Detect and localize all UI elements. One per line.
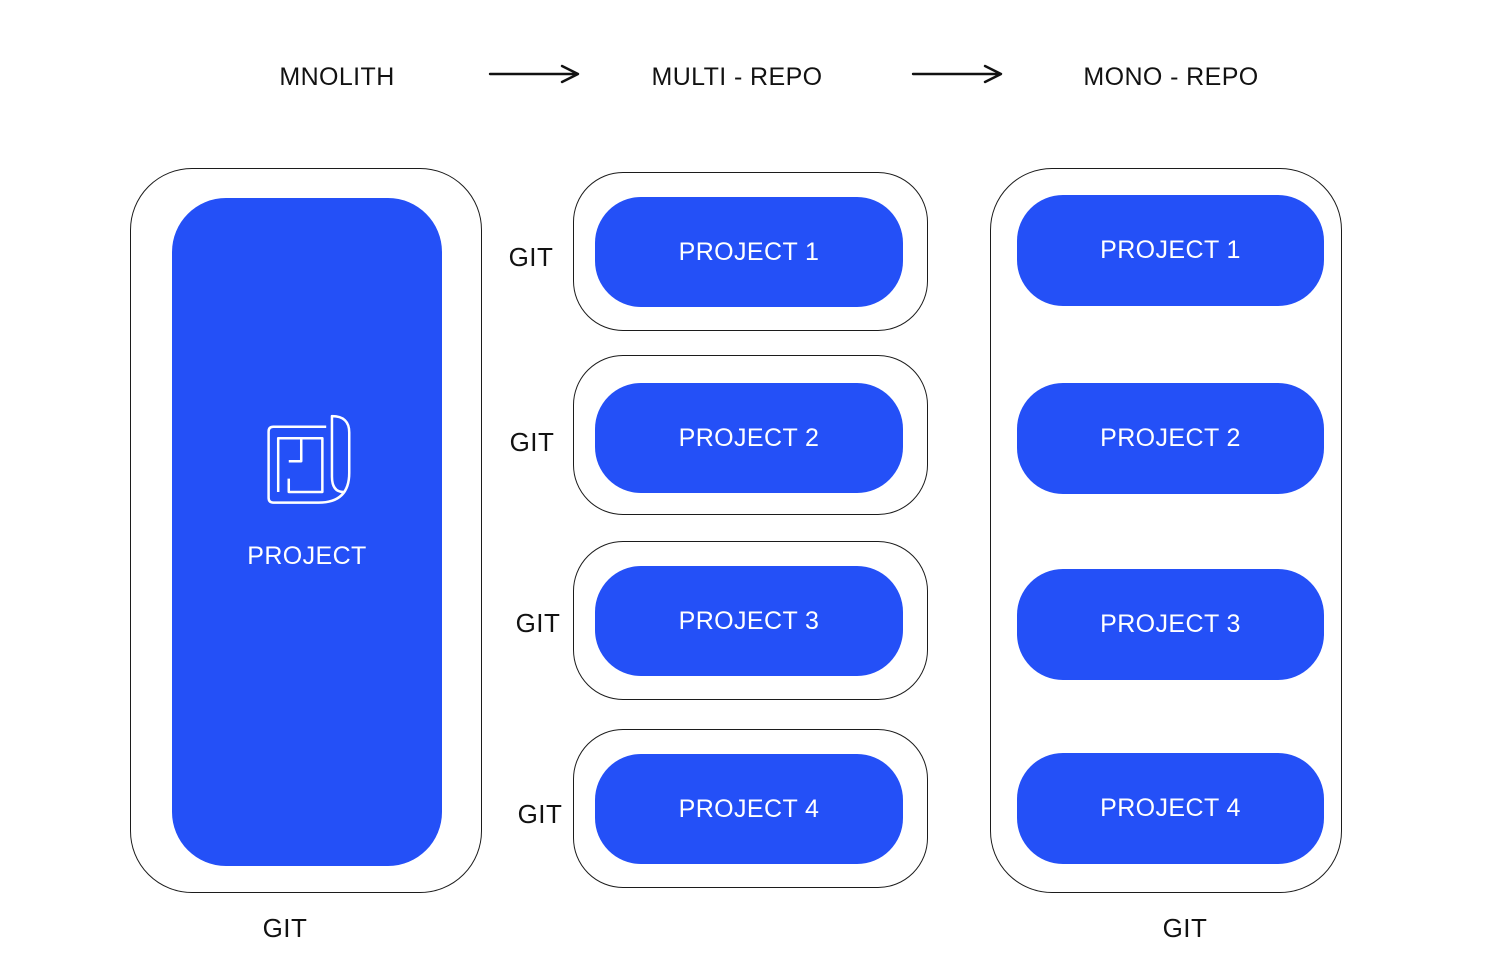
multirepo-project-pill: PROJECT 2: [595, 383, 903, 493]
multirepo-git-label: GIT: [509, 427, 555, 457]
monorepo-project-pill: PROJECT 2: [1017, 383, 1324, 494]
multirepo-git-label: GIT: [508, 242, 554, 272]
stage-label-monolith: MNOLITH: [279, 63, 395, 91]
monorepo-git-label: GIT: [1162, 913, 1208, 943]
multirepo-git-label: GIT: [515, 608, 561, 638]
multirepo-project-pill: PROJECT 3: [595, 566, 903, 676]
arrow-right-icon: [911, 64, 1003, 84]
monorepo-project-pill: PROJECT 1: [1017, 195, 1324, 306]
stage-label-mono-repo: MONO - REPO: [1083, 63, 1259, 91]
stage-label-multi-repo: MULTI - REPO: [651, 63, 823, 91]
multirepo-git-label: GIT: [517, 799, 563, 829]
monorepo-project-pill: PROJECT 3: [1017, 569, 1324, 680]
arrow-right-icon: [488, 64, 580, 84]
blueprint-icon: [267, 414, 351, 504]
monolith-git-label: GIT: [262, 913, 308, 943]
monolith-project-box: [172, 198, 442, 866]
monolith-project-label: PROJECT: [247, 542, 367, 570]
monorepo-project-pill: PROJECT 4: [1017, 753, 1324, 864]
multirepo-project-pill: PROJECT 1: [595, 197, 903, 307]
multirepo-project-pill: PROJECT 4: [595, 754, 903, 864]
